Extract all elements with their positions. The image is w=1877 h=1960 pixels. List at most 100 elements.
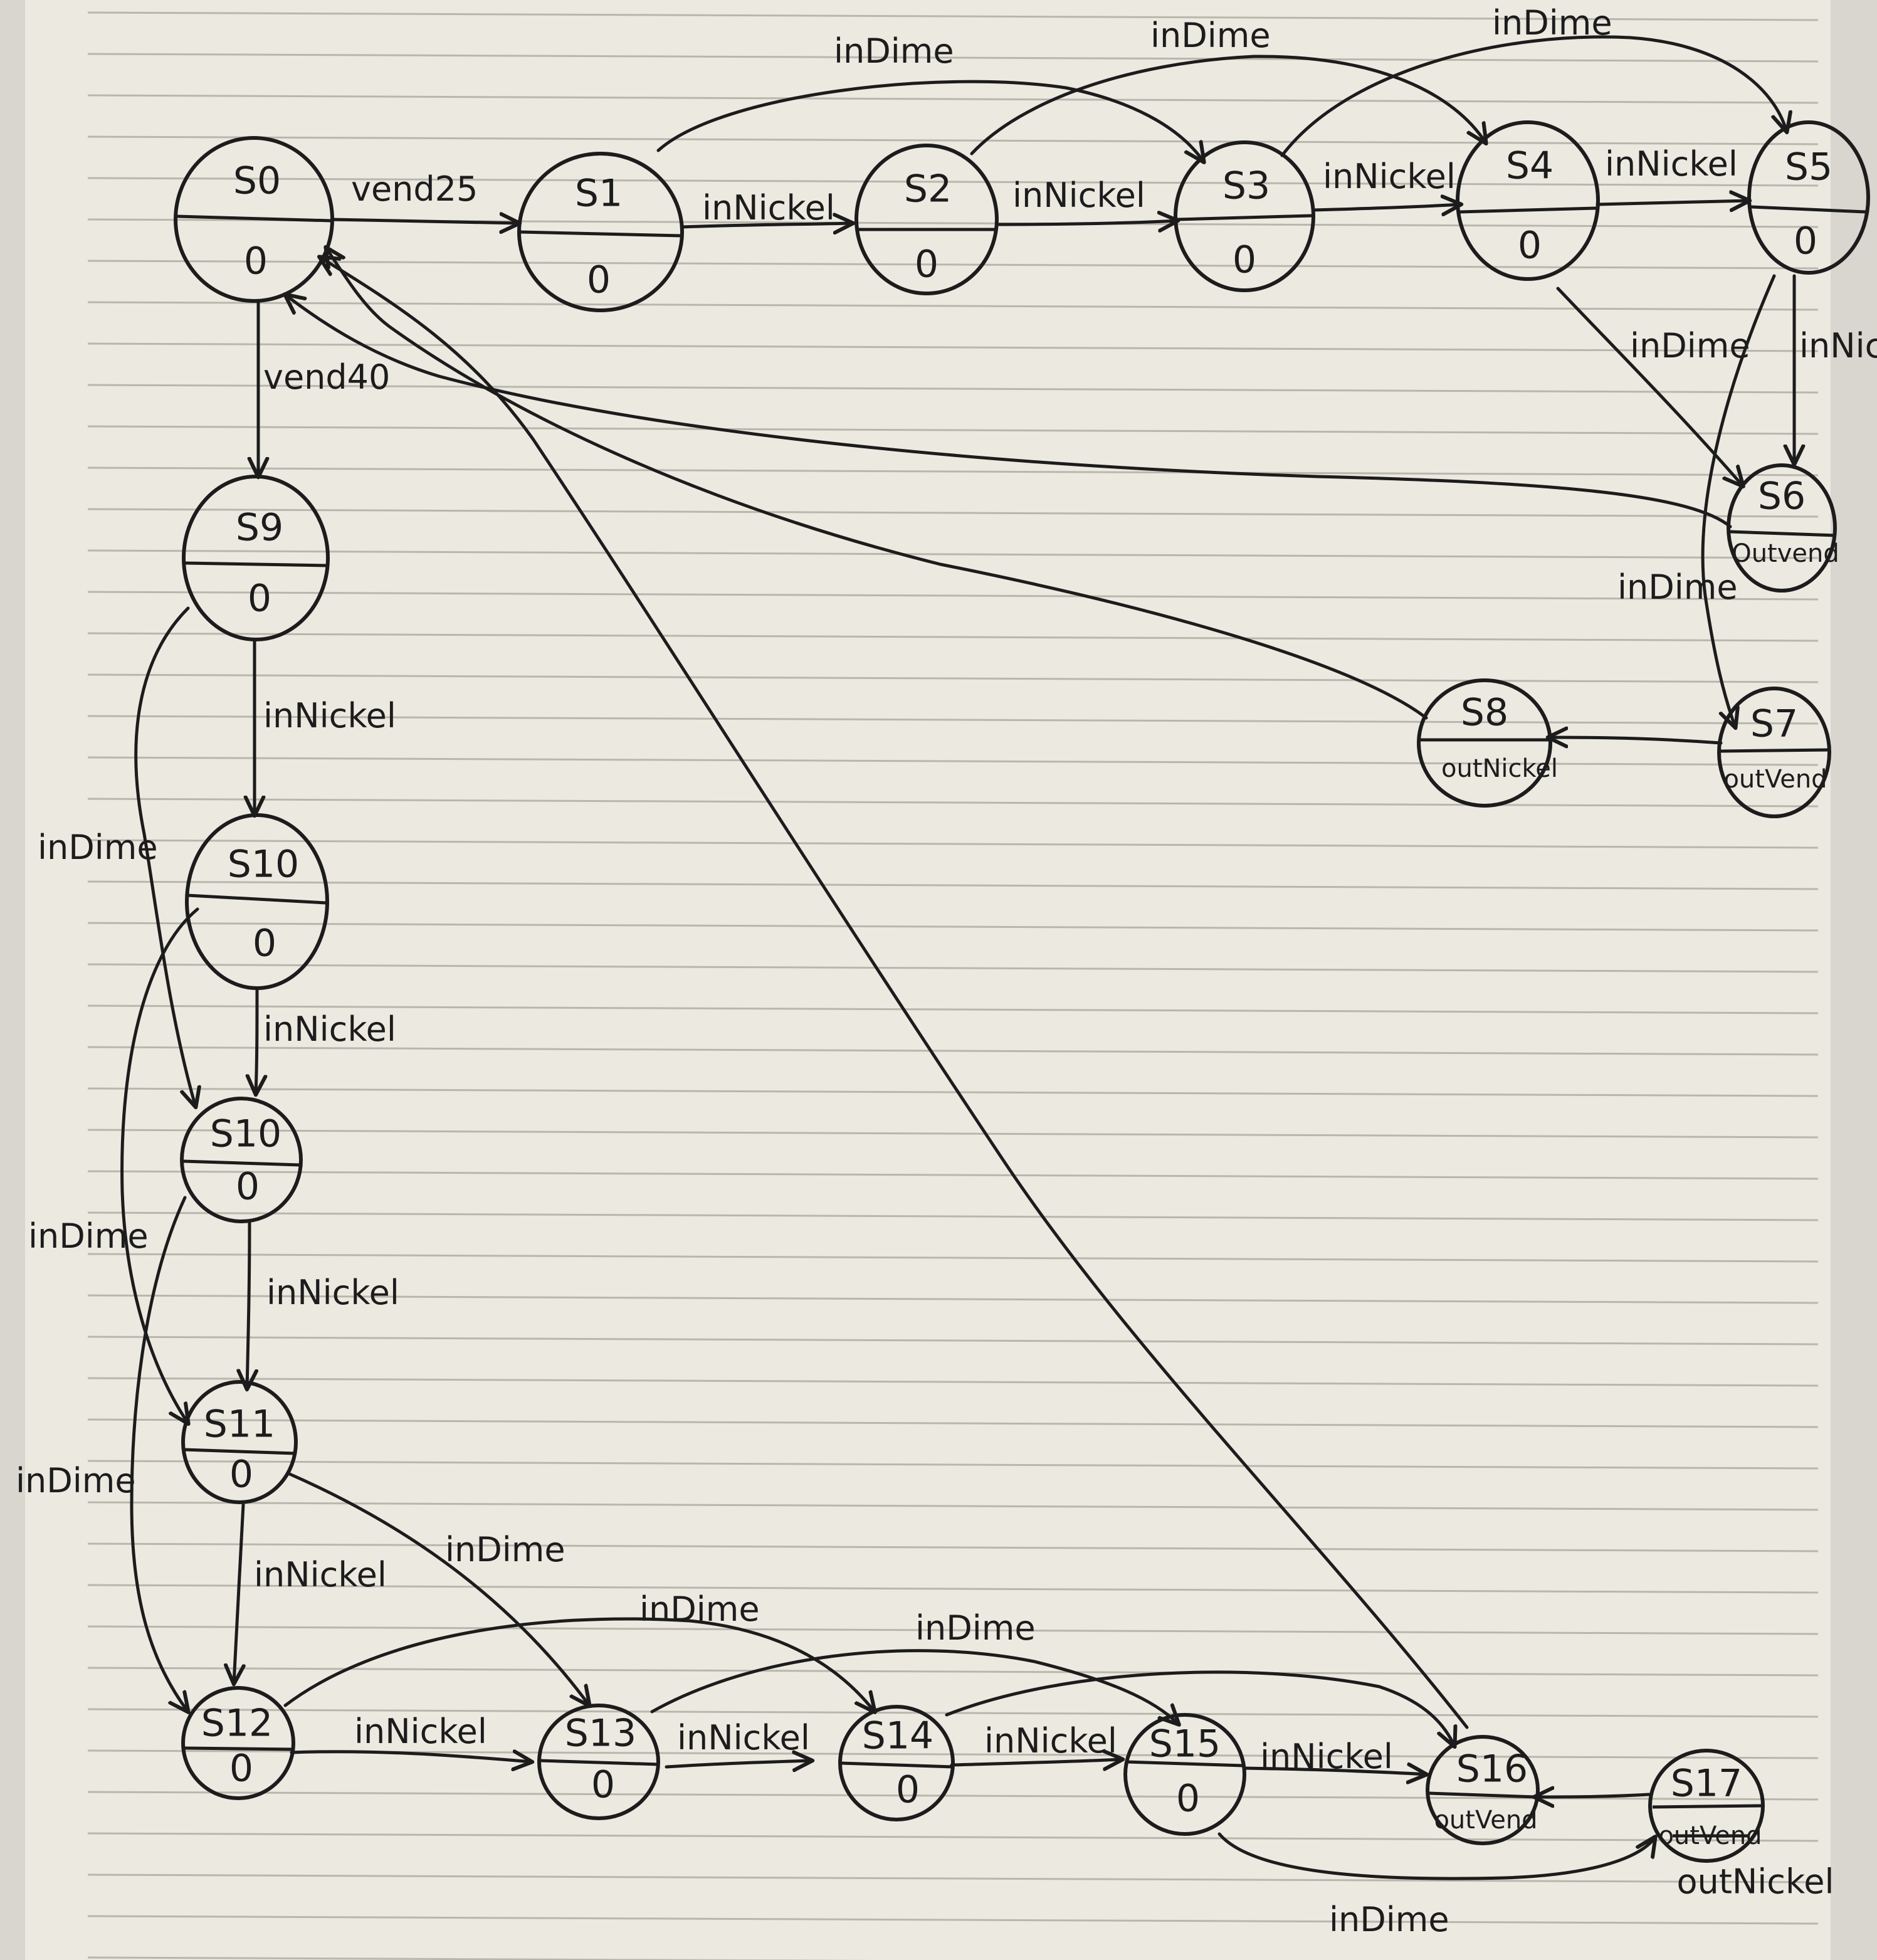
edge-s16-s0 [320,257,1469,1729]
edge-s15-s17 [1217,1832,1655,1880]
ruled-line [87,798,1819,808]
state-circle [838,1705,955,1821]
label-s10b-s12: inDime [16,1461,136,1500]
ruled-line [87,756,1819,766]
state-name: S12 [201,1702,273,1746]
ruled-line [87,53,1819,63]
state-name: S7 [1750,702,1798,746]
edge-s4-s5 [1596,201,1749,204]
state-s6: S6 Outvend [1727,463,1839,593]
edge-s6-s0 [285,295,1732,529]
edge-s11-s13 [287,1472,589,1705]
state-output: outVend [1723,765,1827,794]
ruled-line [87,1046,1819,1056]
state-divider [187,893,327,905]
edge-s8-s0 [326,248,1428,720]
state-name: S10 [210,1112,281,1156]
state-circle [181,1686,295,1800]
state-circle [1747,120,1870,275]
ruled-line [87,384,1819,394]
state-name: S9 [236,506,283,550]
state-s12: S12 0 [181,1686,295,1800]
state-s3: S3 0 [1174,140,1315,292]
state-circle [1417,678,1552,808]
ruled-line [87,839,1819,849]
edge-s14-s15 [950,1759,1122,1765]
ruled-line [87,260,1819,270]
state-output: 0 [1794,219,1817,263]
state-output: Outvend [1732,539,1839,568]
label-s13-s15: inDime [915,1608,1036,1648]
label-s5-s6: inNickel [1799,326,1877,366]
ruled-line [87,1625,1819,1635]
ruled-line [87,1253,1819,1263]
edge-s11-s12 [234,1503,243,1683]
state-s1: S1 0 [517,152,684,312]
state-s8: S8 outNickel [1417,678,1558,808]
state-name: S11 [204,1403,275,1446]
ruled-line [87,425,1819,435]
edge-s14-s16 [945,1670,1454,1746]
state-output: 0 [915,243,939,287]
state-output: 0 [244,240,268,283]
edge-s15-s16 [1243,1768,1426,1774]
state-name: S10 [228,843,299,887]
edge-s13-s15 [650,1649,1179,1724]
edge-s2-s3 [995,221,1177,224]
ruled-line [87,673,1819,683]
ruled-line [87,1377,1819,1387]
state-divider [184,1448,295,1455]
edge-s17-s16 [1535,1794,1651,1797]
label-s13-s14: inNickel [677,1718,810,1757]
state-s7: S7 outVend [1717,687,1831,818]
state-name: S5 [1785,145,1832,189]
ruled-line [87,1873,1819,1884]
label-s1-s2: inNickel [702,188,835,228]
ruled-line [87,1211,1819,1221]
state-name: S4 [1506,144,1554,188]
state-circle [182,475,330,641]
edge-s1-s3 [656,80,1204,162]
state-divider [1177,214,1312,221]
state-circle [854,144,999,295]
ruled-line [87,342,1819,352]
label-s4-s6: inDime [1630,326,1750,366]
ruled-line [87,549,1819,559]
state-name: S14 [862,1714,933,1758]
ruled-line [87,11,1819,21]
state-s0: S0 0 [174,136,334,303]
state-divider [1730,530,1836,537]
label-s0-s9: vend40 [263,357,390,397]
state-s17: S17 outVend outNickel [1648,1749,1834,1902]
state-s15: S15 0 [1123,1713,1246,1836]
state-s5: S5 0 [1747,120,1870,275]
state-output: 0 [1176,1777,1200,1821]
state-s10: S10 0 [185,813,329,990]
ruled-line [87,1170,1819,1180]
state-s10b: S10 0 [180,1097,303,1223]
edge-s5-s7 [1701,274,1776,727]
edge-s10-s11 [120,907,199,1423]
ruled-line [87,1667,1819,1677]
states: S0 0 S1 0 S2 0 S3 0 S4 0 [174,120,1870,1902]
state-circle [1717,687,1831,818]
state-s16: S16 outVend [1426,1735,1540,1845]
state-name: S13 [565,1712,636,1756]
state-name: S16 [1456,1747,1528,1791]
ruled-line [87,177,1819,187]
edge-s4-s6 [1556,287,1743,486]
edge-s12-s13 [290,1752,532,1762]
state-s11: S11 0 [181,1380,298,1504]
label-s3-s5: inDime [1492,3,1612,43]
edge-s1-s2 [680,223,853,227]
ruled-line [87,508,1819,518]
edge-s3-s5 [1280,35,1787,157]
ruled-line [87,922,1819,932]
state-output: 0 [1518,224,1542,268]
state-name: S1 [575,172,623,216]
state-circle [1456,120,1600,281]
edge-s0-s1 [330,219,519,223]
state-output: 0 [248,577,271,621]
state-divider [841,1761,954,1769]
label-s10-s10b: inNickel [263,1009,396,1049]
